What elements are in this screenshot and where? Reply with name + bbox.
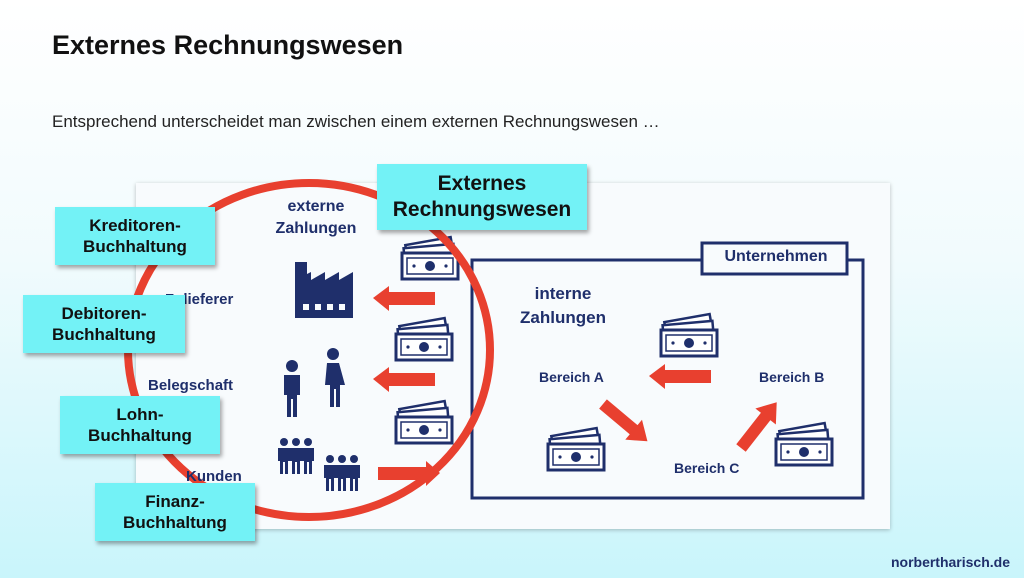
arrow-to-staff (373, 367, 435, 392)
payroll-box: Lohn- Buchhaltung (60, 396, 220, 454)
arrow-c-to-b (736, 402, 777, 452)
internal-payments-label: interne Zahlungen (513, 282, 613, 330)
accounts-receivable-line2: Buchhaltung (52, 325, 156, 344)
cash-icon (394, 399, 454, 445)
area-c-label: Bereich C (674, 460, 740, 476)
footer-url[interactable]: norbertharisch.de (890, 554, 1010, 570)
woman-icon (325, 348, 345, 407)
accounts-payable-box: Kreditoren- Buchhaltung (55, 207, 215, 265)
external-accounting-box: Externes Rechnungswesen (377, 164, 587, 230)
external-accounting-line2: Rechnungswesen (392, 198, 572, 221)
cash-icon (774, 421, 834, 467)
cash-icon (659, 312, 719, 358)
accounts-receivable-box: Debitoren- Buchhaltung (23, 295, 185, 353)
internal-payments-line2: Zahlungen (520, 308, 606, 327)
accounts-receivable-line1: Debitoren- (61, 303, 147, 323)
payroll-line2: Buchhaltung (88, 426, 192, 445)
group-icon (324, 455, 360, 491)
financial-accounting-box: Finanz- Buchhaltung (95, 483, 255, 541)
staff-label: Belegschaft (148, 377, 234, 394)
cash-icon (394, 316, 454, 362)
page-title: Externes Rechnungswesen (52, 30, 404, 60)
external-payments-label: externe Zahlungen (262, 196, 370, 240)
area-b-label: Bereich B (759, 369, 825, 385)
company-label-box (700, 241, 849, 276)
payroll-line1: Lohn- (116, 404, 164, 424)
customers-label: Kunden (186, 468, 242, 485)
company-frame (470, 258, 865, 500)
financial-accounting-line1: Finanz- (145, 491, 205, 511)
accounts-payable-line1: Kreditoren- (89, 215, 181, 235)
financial-accounting-line2: Buchhaltung (123, 513, 227, 532)
arrow-to-supplier (373, 286, 435, 311)
external-accounting-line1: Externes (437, 171, 527, 195)
accounts-payable-line2: Buchhaltung (83, 237, 187, 256)
man-icon (284, 360, 300, 417)
subtitle: Entsprechend unterscheidet man zwischen … (52, 112, 660, 131)
external-payments-line2: Zahlungen (275, 220, 357, 237)
area-a-label: Bereich A (539, 369, 604, 385)
internal-payments-line1: interne (534, 284, 592, 303)
factory-icon (295, 262, 353, 318)
diagram-panel (136, 183, 890, 529)
group-icon (278, 438, 314, 474)
company-label: Unternehmen (724, 248, 828, 265)
cash-icon (546, 426, 606, 472)
arrow-b-to-a (649, 364, 711, 389)
arrow-a-to-c (599, 399, 648, 442)
external-payments-line1: externe (287, 198, 345, 215)
